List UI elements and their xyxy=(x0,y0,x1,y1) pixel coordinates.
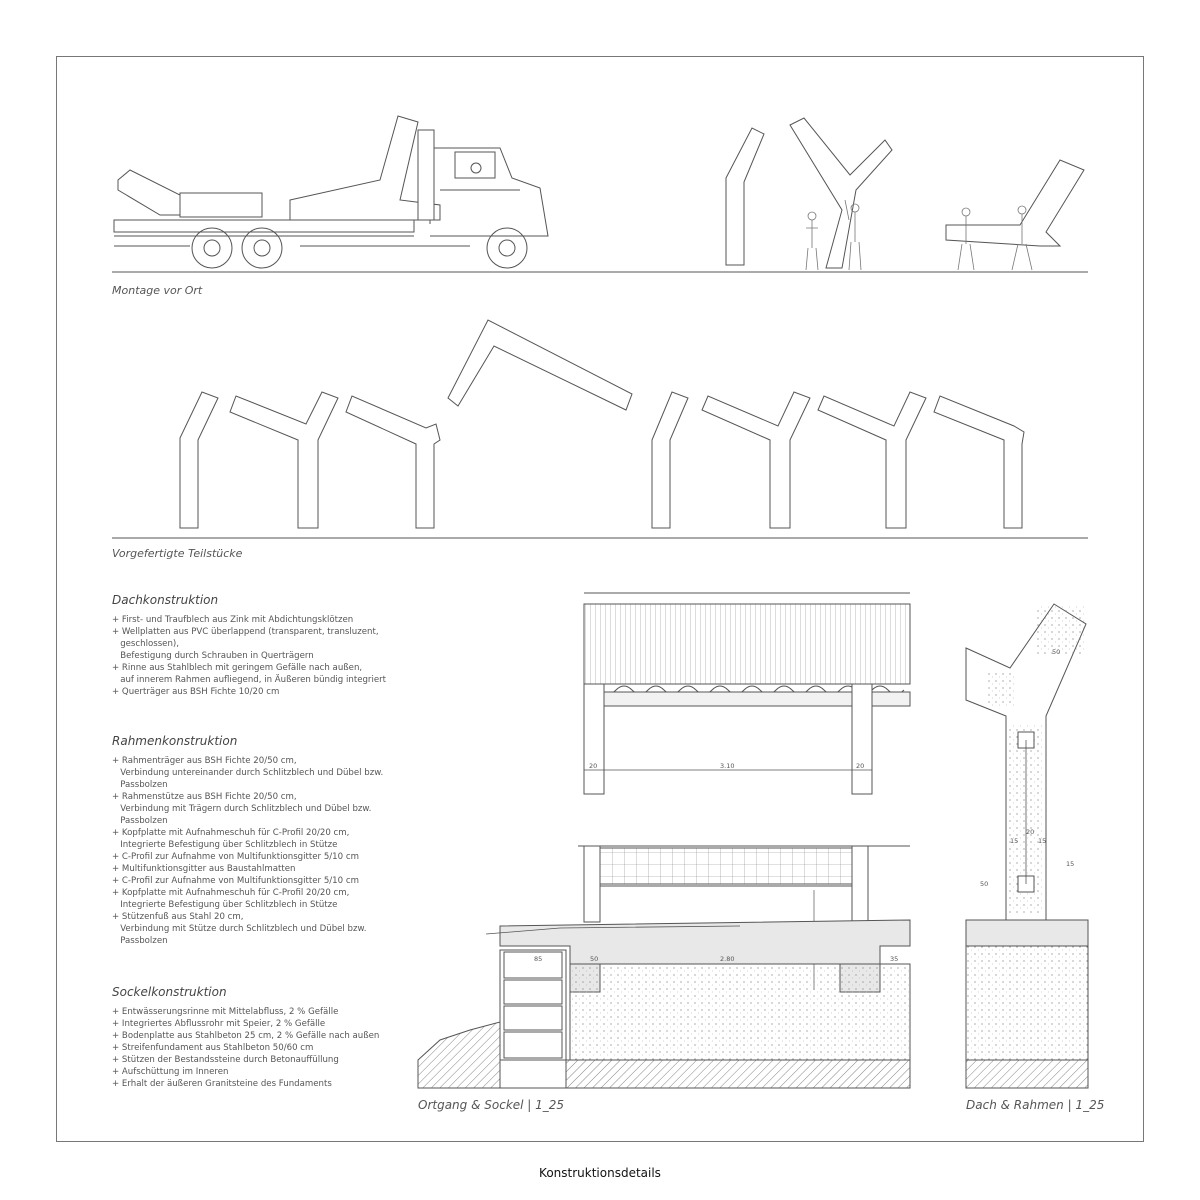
caption-assembly: Montage vor Ort xyxy=(112,284,203,297)
list-roof: + First- und Traufblech aus Zink mit Abd… xyxy=(112,614,386,698)
dim-85: 85 xyxy=(534,955,543,963)
list-item: + C-Profil zur Aufnahme von Multifunktio… xyxy=(112,852,359,862)
detail-roof-section xyxy=(583,592,911,795)
list-item: + Wellplatten aus PVC überlappend (trans… xyxy=(112,627,379,637)
detail-frame-joint xyxy=(965,603,1089,1089)
list-item: Verbindung mit Stütze durch Schlitzblech… xyxy=(112,924,367,934)
sheet-title: Konstruktionsdetails xyxy=(539,1166,661,1180)
list-item: + Entwässerungsrinne mit Mittelabfluss, … xyxy=(112,1007,339,1017)
sheet-frame xyxy=(56,56,1144,1142)
prefab-frames xyxy=(179,319,1025,529)
list-item: Verbindung mit Trägern durch Schlitzblec… xyxy=(112,804,372,814)
list-item: + Bodenplatte aus Stahlbeton 25 cm, 2 % … xyxy=(112,1031,380,1041)
list-item: + Stützen der Bestandssteine durch Beton… xyxy=(112,1055,339,1065)
truck-drawing xyxy=(113,115,549,269)
detail-grid-section xyxy=(578,845,910,990)
list-item: + Kopfplatte mit Aufnahmeschuh für C-Pro… xyxy=(112,888,350,898)
list-item: geschlossen), xyxy=(112,639,180,649)
erection-scene-right xyxy=(725,117,1085,269)
list-item: Befestigung durch Schrauben in Querträge… xyxy=(112,651,314,661)
dim-50-column: 50 xyxy=(980,880,989,888)
list-item: Passbolzen xyxy=(112,780,168,790)
list-item: + Kopfplatte mit Aufnahmeschuh für C-Pro… xyxy=(112,828,350,838)
heading-roof: Dachkonstruktion xyxy=(112,593,219,607)
list-item: + Rahmenstütze aus BSH Fichte 20/50 cm, xyxy=(112,792,297,802)
list-item: auf innerem Rahmen aufliegend, in Äußere… xyxy=(112,675,387,685)
people-figures xyxy=(805,199,1033,271)
list-item: + Erhalt der äußeren Granitsteine des Fu… xyxy=(112,1079,332,1089)
list-item: + First- und Traufblech aus Zink mit Abd… xyxy=(112,615,354,625)
list-base: + Entwässerungsrinne mit Mittelabfluss, … xyxy=(112,1006,379,1090)
list-item: Verbindung untereinander durch Schlitzbl… xyxy=(112,768,384,778)
list-item: + C-Profil zur Aufnahme von Multifunktio… xyxy=(112,876,359,886)
list-item: + Querträger aus BSH Fichte 10/20 cm xyxy=(112,687,280,697)
list-item: + Integriertes Abflussrohr mit Speier, 2… xyxy=(112,1019,326,1029)
list-item: + Streifenfundament aus Stahlbeton 50/60… xyxy=(112,1043,314,1053)
list-item: + Aufschüttung im Inneren xyxy=(112,1067,229,1077)
heading-frame: Rahmenkonstruktion xyxy=(112,734,238,748)
dim-35: 35 xyxy=(890,955,899,963)
list-item: Integrierte Befestigung über Schlitzblec… xyxy=(112,840,338,850)
dim-50-joint: 50 xyxy=(1052,648,1061,656)
list-item: Passbolzen xyxy=(112,816,168,826)
detail-foundation xyxy=(417,919,911,1089)
dim-20-right: 20 xyxy=(856,762,865,770)
list-item: + Stützenfuß aus Stahl 20 cm, xyxy=(112,912,244,922)
caption-detail-left: Ortgang & Sockel | 1_25 xyxy=(418,1098,565,1112)
dim-20-left: 20 xyxy=(589,762,598,770)
dim-15-c: 15 xyxy=(1066,860,1075,868)
dim-15-a: 15 xyxy=(1010,837,1019,845)
list-item: + Rahmenträger aus BSH Fichte 20/50 cm, xyxy=(112,756,297,766)
list-item: + Multifunktionsgitter aus Baustahlmatte… xyxy=(112,864,296,874)
dim-50-left: 50 xyxy=(590,955,599,963)
list-frame: + Rahmenträger aus BSH Fichte 20/50 cm, … xyxy=(112,755,383,947)
dim-3-10: 3.10 xyxy=(720,762,735,770)
heading-base: Sockelkonstruktion xyxy=(112,985,227,999)
dim-2-80: 2.80 xyxy=(720,955,735,963)
dim-20-column: 20 xyxy=(1026,828,1035,836)
list-item: Passbolzen xyxy=(112,936,168,946)
list-item: + Rinne aus Stahlblech mit geringem Gefä… xyxy=(112,663,363,673)
caption-prefab: Vorgefertigte Teilstücke xyxy=(112,547,243,560)
dim-15-b: 15 xyxy=(1038,837,1047,845)
caption-detail-right: Dach & Rahmen | 1_25 xyxy=(966,1098,1105,1112)
list-item: Integrierte Befestigung über Schlitzblec… xyxy=(112,900,338,910)
